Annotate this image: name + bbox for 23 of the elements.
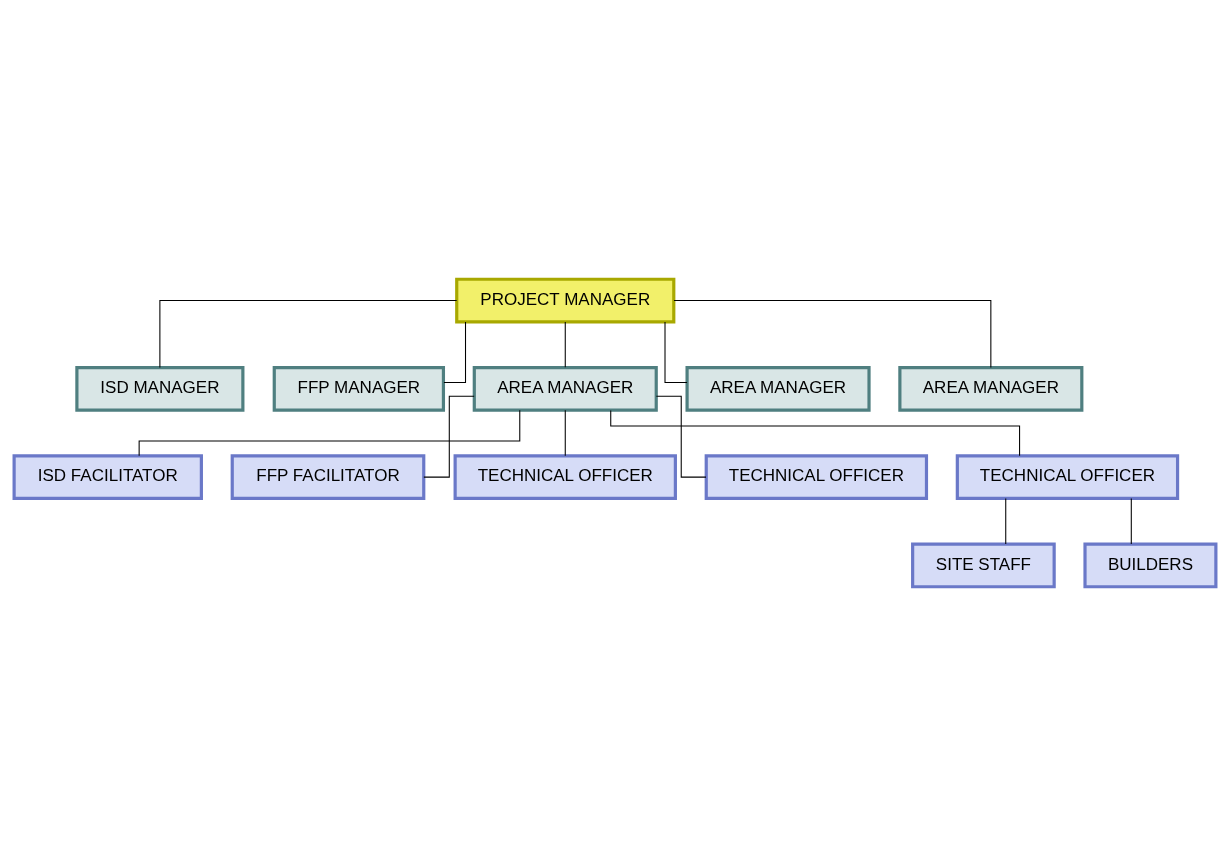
- connector: [1130, 498, 1132, 545]
- node-box: TECHNICAL OFFICER: [453, 454, 677, 501]
- connector: [564, 409, 566, 457]
- node-box: TECHNICAL OFFICER: [955, 454, 1180, 501]
- node-box: TECHNICAL OFFICER: [704, 454, 929, 501]
- node-box: FFP MANAGER: [272, 365, 446, 412]
- connector: [1005, 498, 1007, 545]
- node-box: AREA MANAGER: [685, 365, 871, 412]
- node-box: SITE STAFF: [911, 542, 1056, 589]
- node-box: FFP FACILITATOR: [230, 454, 426, 501]
- node-box: PROJECT MANAGER: [455, 277, 676, 324]
- connector: [664, 321, 688, 383]
- connector: [423, 395, 475, 478]
- node-box: ISD FACILITATOR: [12, 454, 203, 501]
- node-box: BUILDERS: [1083, 542, 1218, 589]
- node-box: AREA MANAGER: [898, 365, 1084, 412]
- node-box: ISD MANAGER: [75, 365, 245, 412]
- connector: [159, 300, 458, 368]
- connector: [564, 321, 566, 368]
- node-box: AREA MANAGER: [472, 365, 658, 412]
- connector: [655, 395, 707, 478]
- connector: [673, 300, 992, 368]
- connector: [443, 321, 467, 383]
